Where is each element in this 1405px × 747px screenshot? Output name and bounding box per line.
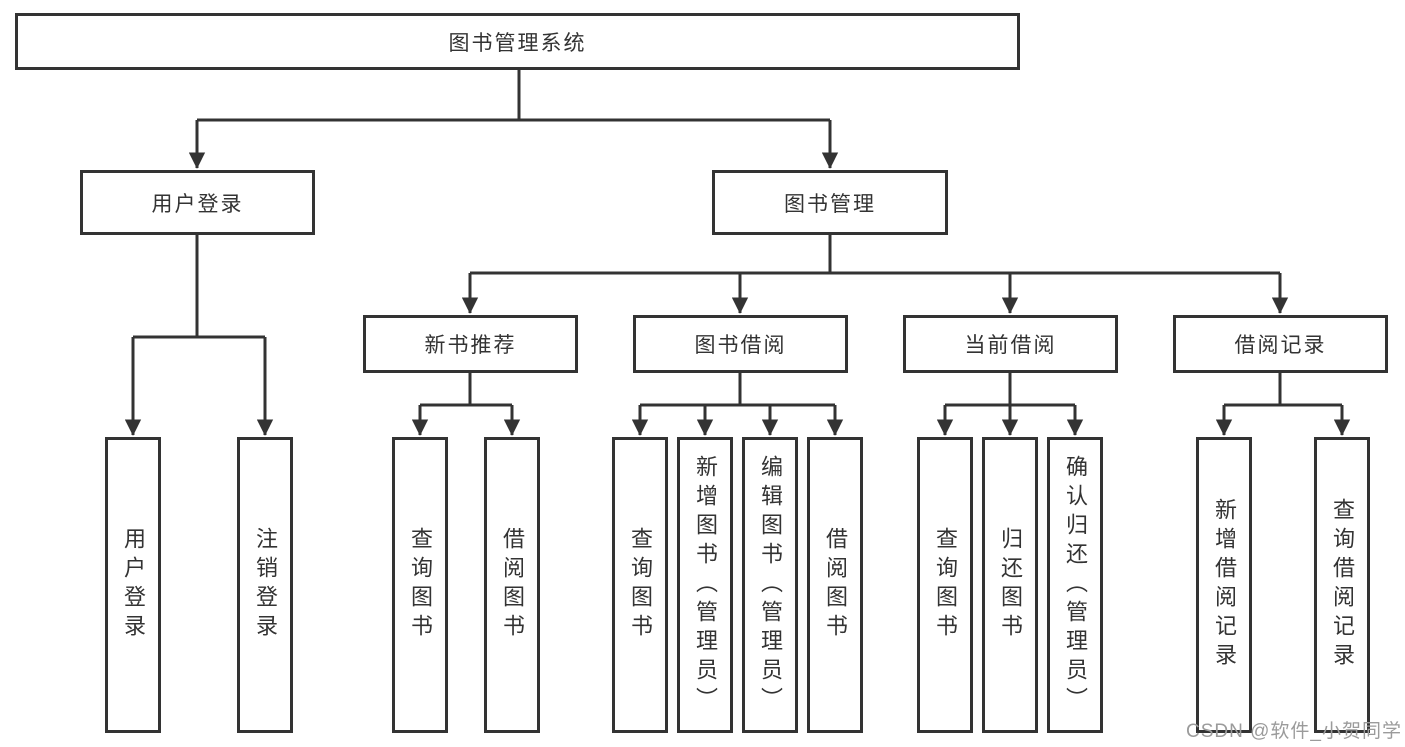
leaf-add-borrow-record: 新增借阅记录: [1196, 437, 1252, 733]
leaf-label: 确认归还（管理员）: [1063, 454, 1088, 716]
leaf-label: 查询图书: [628, 527, 653, 643]
node-label: 图书管理系统: [448, 31, 587, 55]
node-borrowing-records: 借阅记录: [1173, 315, 1388, 373]
node-user-login: 用户登录: [80, 170, 315, 235]
leaf-label: 借阅图书: [823, 527, 848, 643]
leaf-borrow-books-recommend: 借阅图书: [484, 437, 540, 733]
leaf-query-books-recommend: 查询图书: [392, 437, 448, 733]
leaf-label: 借阅图书: [500, 527, 525, 643]
leaf-return-book: 归还图书: [982, 437, 1038, 733]
leaf-query-books-current: 查询图书: [917, 437, 973, 733]
leaf-user-login: 用户登录: [105, 437, 161, 733]
leaf-query-borrow-record: 查询借阅记录: [1314, 437, 1370, 733]
leaf-label: 查询图书: [933, 527, 958, 643]
csdn-watermark: CSDN @软件_小贺同学: [1186, 721, 1402, 742]
leaf-logout: 注销登录: [237, 437, 293, 733]
node-label: 图书借阅: [694, 334, 787, 357]
leaf-borrow-books-borrowing: 借阅图书: [807, 437, 863, 733]
leaf-confirm-return-admin: 确认归还（管理员）: [1047, 437, 1103, 733]
leaf-edit-book-admin: 编辑图书（管理员）: [742, 437, 798, 733]
node-new-book-recommendation: 新书推荐: [363, 315, 578, 373]
leaf-label: 查询图书: [408, 527, 433, 643]
leaf-label: 新增借阅记录: [1212, 498, 1237, 672]
node-library-management-system: 图书管理系统: [15, 13, 1020, 70]
leaf-label: 用户登录: [121, 527, 146, 643]
leaf-label: 查询借阅记录: [1330, 498, 1355, 672]
leaf-label: 注销登录: [253, 527, 278, 643]
node-book-borrowing: 图书借阅: [633, 315, 848, 373]
leaf-add-book-admin: 新增图书（管理员）: [677, 437, 733, 733]
node-label: 图书管理: [784, 192, 876, 216]
leaf-label: 编辑图书（管理员）: [758, 454, 783, 716]
node-book-management: 图书管理: [712, 170, 948, 235]
node-label: 用户登录: [151, 192, 244, 216]
node-current-borrowing: 当前借阅: [903, 315, 1118, 373]
leaf-query-books-borrowing: 查询图书: [612, 437, 668, 733]
leaf-label: 归还图书: [998, 527, 1023, 643]
node-label: 当前借阅: [964, 334, 1057, 357]
leaf-label: 新增图书（管理员）: [693, 454, 718, 716]
node-label: 借阅记录: [1234, 334, 1327, 357]
node-label: 新书推荐: [424, 334, 517, 357]
